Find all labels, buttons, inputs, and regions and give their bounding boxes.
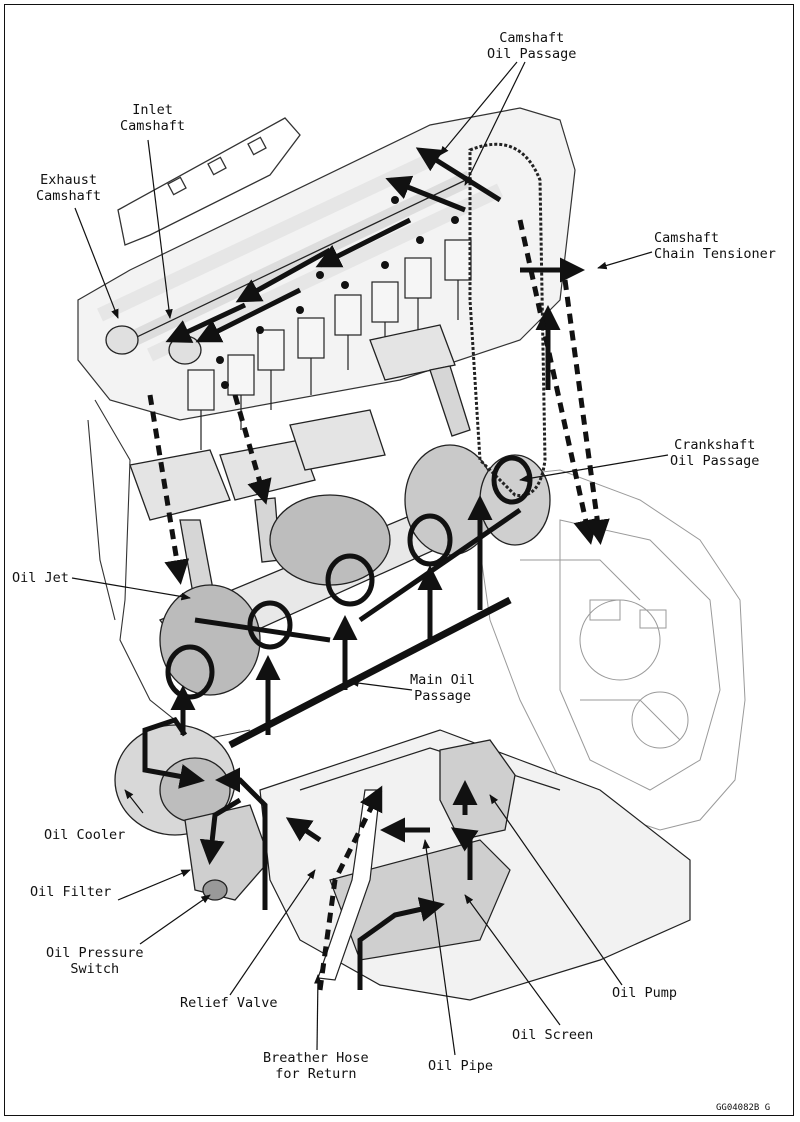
label-relief-valve: Relief Valve [180, 995, 278, 1011]
label-breather-hose: Breather Hose for Return [263, 1050, 369, 1082]
label-oil-jet: Oil Jet [12, 570, 69, 586]
label-oil-pipe: Oil Pipe [428, 1058, 494, 1074]
oil-pump-body [439, 739, 516, 841]
crankcase-outline [469, 469, 746, 831]
cam-bracket [117, 117, 301, 246]
label-oil-cooler: Oil Cooler [44, 827, 126, 843]
oil-droplets [216, 196, 459, 389]
leader-lines [71, 61, 669, 1056]
figure-code: GG04082B G [716, 1103, 771, 1113]
label-camshaft-oil-passage: Camshaft Oil Passage [487, 30, 577, 62]
figure-frame [4, 4, 794, 1116]
label-oil-pressure-switch: Oil Pressure Switch [46, 945, 144, 977]
label-oil-pump: Oil Pump [612, 985, 678, 1001]
label-inlet-camshaft: Inlet Camshaft [120, 102, 186, 134]
label-oil-filter: Oil Filter [30, 884, 112, 900]
label-crankshaft-oil-passage: Crankshaft Oil Passage [670, 437, 760, 469]
label-main-oil-passage: Main Oil Passage [410, 672, 476, 704]
oil-flow-solid [142, 147, 585, 990]
label-camshaft-chain-tensioner: Camshaft Chain Tensioner [654, 230, 776, 262]
main-oil-passage-line [228, 596, 512, 749]
label-oil-screen: Oil Screen [512, 1027, 594, 1043]
oil-flow-dashed [147, 219, 610, 991]
label-exhaust-camshaft: Exhaust Camshaft [36, 172, 102, 204]
oil-filter-body [184, 804, 271, 901]
pistons [129, 324, 456, 521]
journal-rings [165, 455, 533, 700]
cam-chain [468, 142, 547, 498]
